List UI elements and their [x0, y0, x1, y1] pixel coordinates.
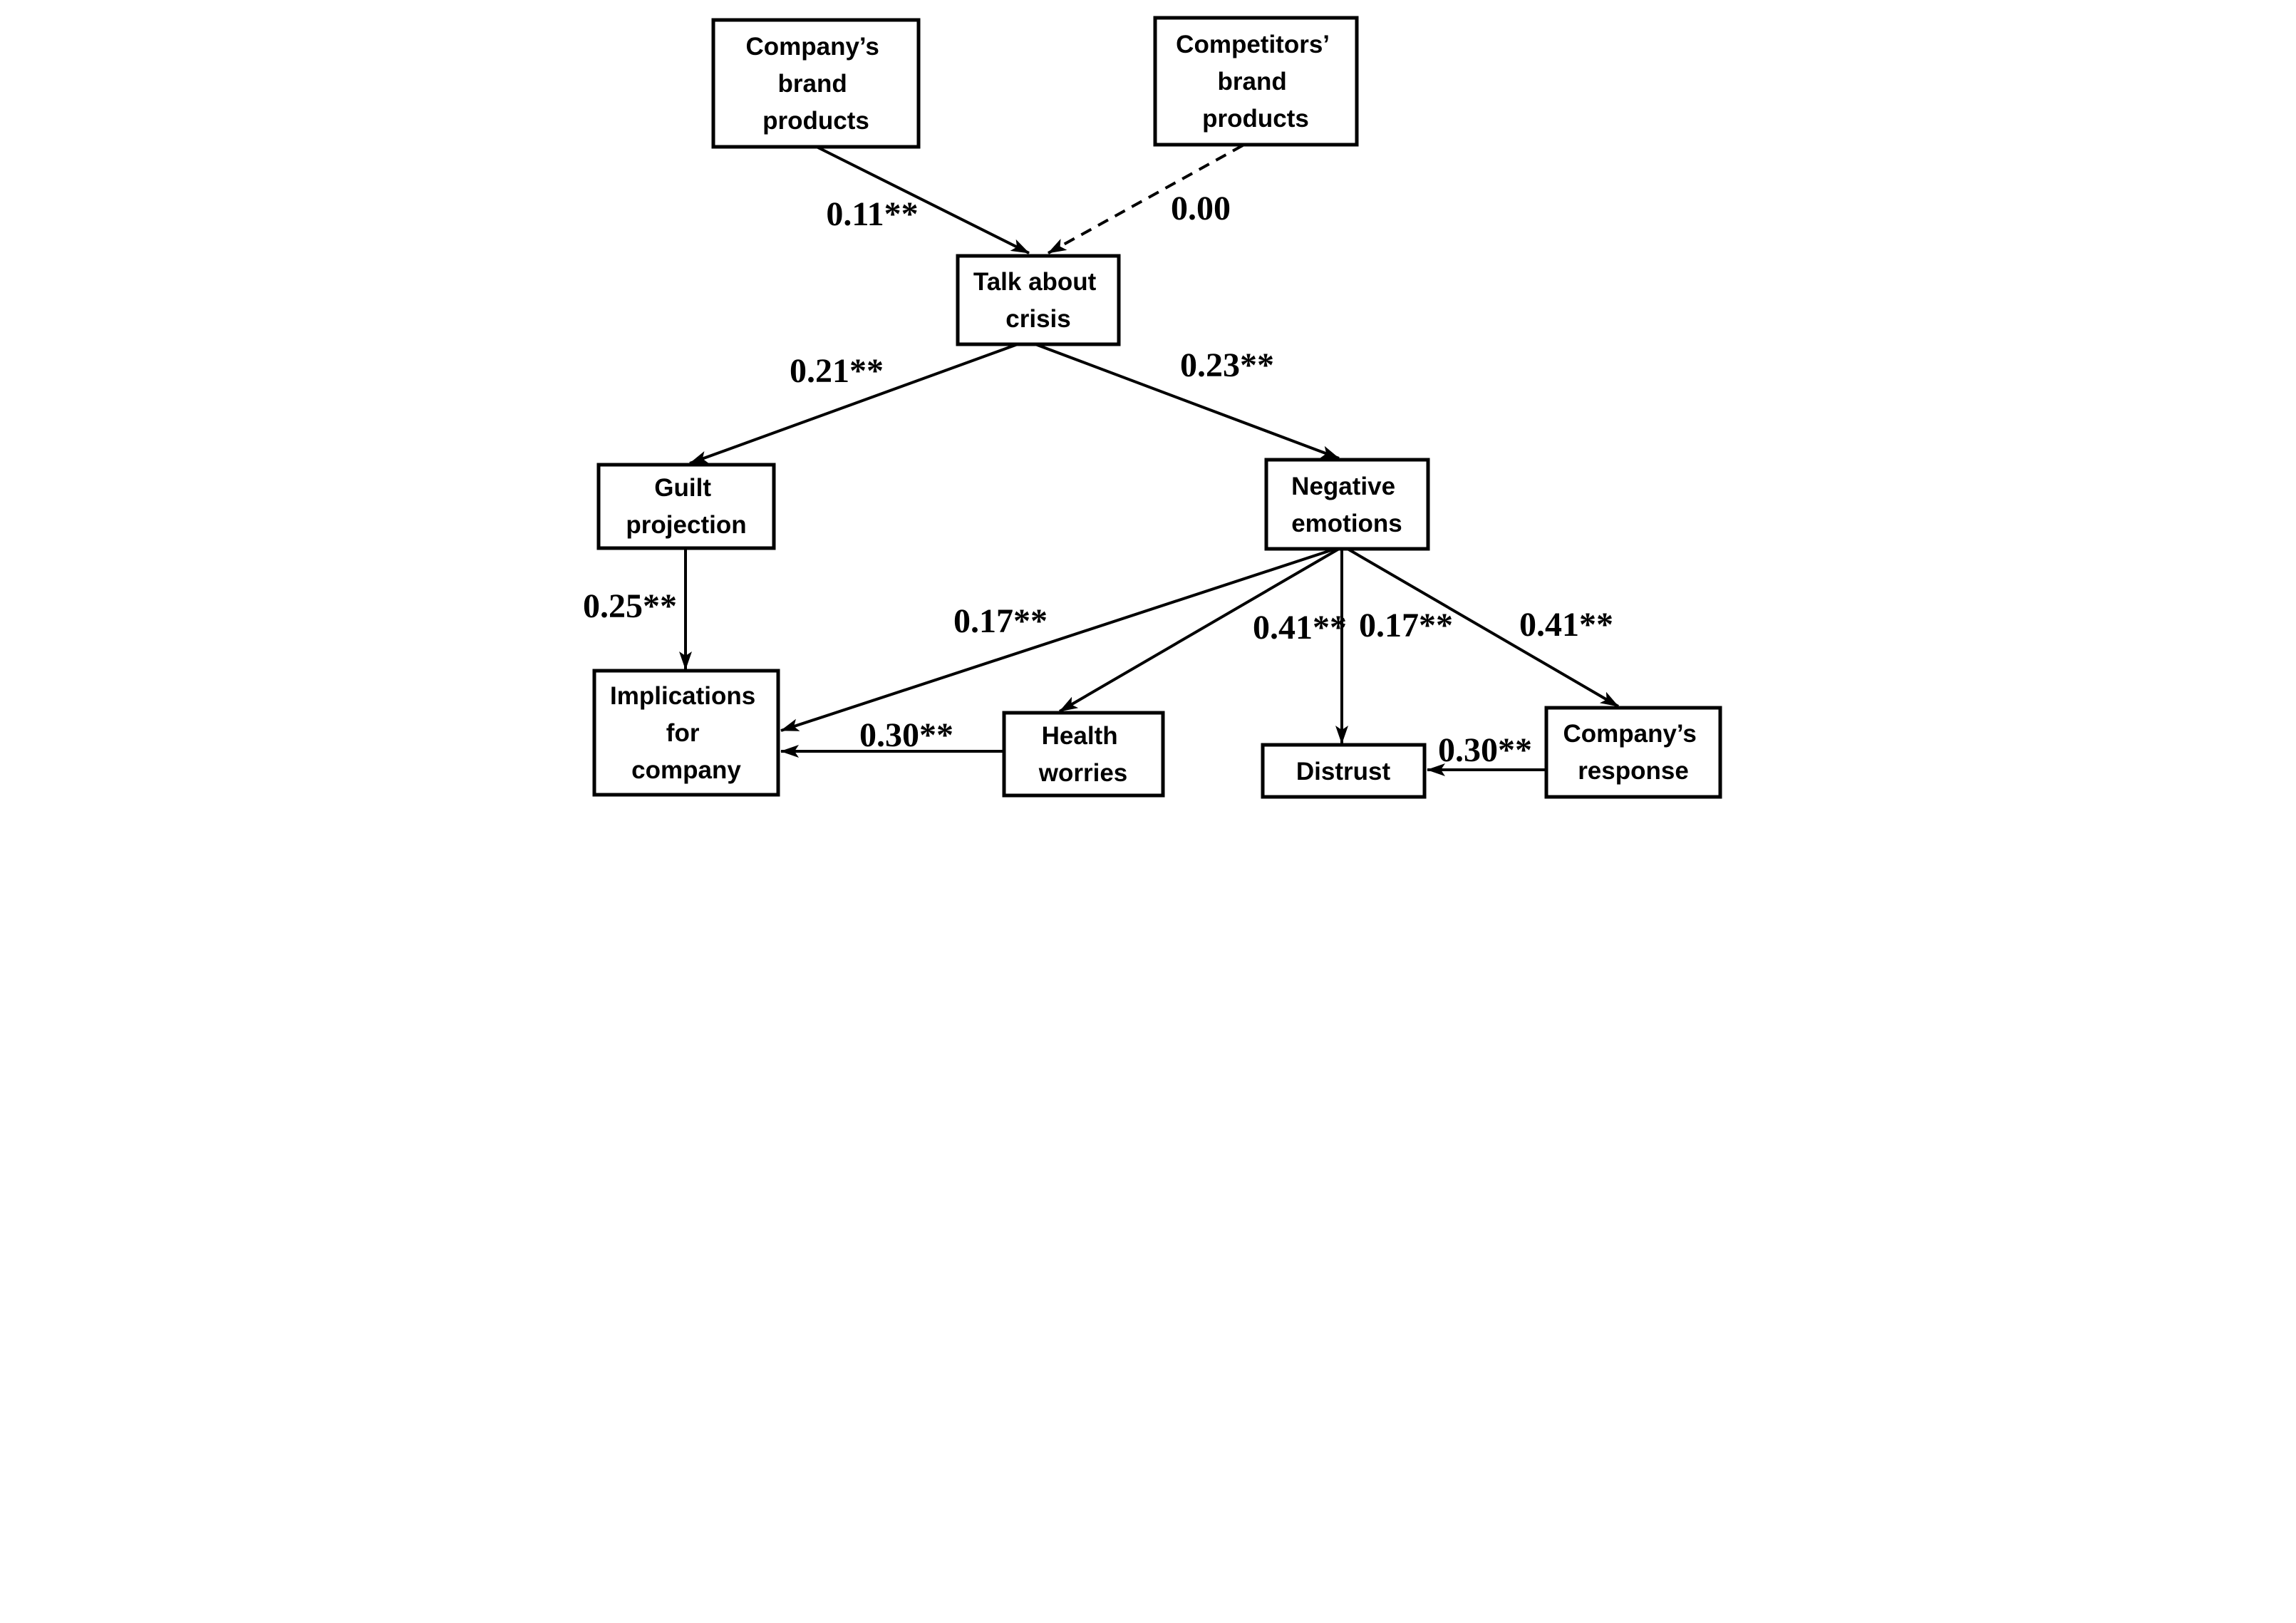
health-worries-label: Health worries — [1038, 722, 1127, 787]
node-distrust: Distrust — [1261, 743, 1426, 799]
implications-for-company-box — [592, 669, 780, 797]
edge-negative-to-implications-coefficient: 0.17** — [953, 602, 1048, 640]
edge-negative-to-distrust-coefficient: 0.17** — [1359, 607, 1453, 644]
path-diagram-canvas: 0.11** 0.00 0.21** 0.23** 0.25** 0.17** … — [574, 0, 1722, 812]
edge-negative-to-response-coefficient: 0.41** — [1519, 606, 1613, 644]
edge-negative-to-implications-line — [780, 547, 1336, 732]
node-negative-emotions: Negative emotions — [1264, 458, 1429, 551]
edge-company-brand-to-talk-coefficient: 0.11** — [826, 195, 918, 233]
edge-negative-to-response-line — [1346, 547, 1619, 708]
edge-talk-to-negative-line — [1034, 343, 1340, 460]
node-company-brand-products: Company’s brand products — [711, 18, 920, 149]
edge-competitors-brand-to-talk-coefficient: 0.00 — [1171, 190, 1231, 227]
edge-response-to-distrust-coefficient: 0.30** — [1438, 731, 1532, 769]
guilt-projection-box — [596, 463, 775, 550]
talk-about-crisis-box — [956, 254, 1120, 346]
node-guilt-projection: Guilt projection — [596, 463, 775, 550]
edge-guilt-to-implications-coefficient: 0.25** — [583, 587, 677, 625]
negative-emotions-label: Negative emotions — [1291, 473, 1402, 537]
edges — [678, 144, 1619, 776]
distrust-label: Distrust — [1296, 758, 1390, 785]
edge-talk-to-guilt-line — [688, 343, 1018, 465]
node-competitors-brand-products: Competitors’ brand products — [1153, 16, 1358, 147]
talk-about-crisis-label: Talk about crisis — [973, 268, 1102, 333]
company-brand-products-label: Company’s brand products — [745, 33, 886, 135]
distrust-box — [1261, 743, 1426, 799]
node-company-response: Company’s response — [1544, 706, 1722, 799]
path-diagram: 0.11** 0.00 0.21** 0.23** 0.25** 0.17** … — [583, 16, 1722, 799]
negative-emotions-box — [1264, 458, 1429, 551]
company-brand-products-box — [711, 18, 920, 149]
guilt-projection-label: Guilt projection — [626, 474, 746, 539]
node-health-worries: Health worries — [1002, 711, 1164, 798]
edge-company-brand-to-talk-line — [815, 145, 1030, 254]
node-implications-for-company: Implications for company — [592, 669, 780, 797]
edge-talk-to-negative-coefficient: 0.23** — [1180, 346, 1274, 384]
edge-coefficient-labels: 0.11** 0.00 0.21** 0.23** 0.25** 0.17** … — [583, 190, 1613, 769]
edge-talk-to-guilt-coefficient: 0.21** — [790, 352, 884, 390]
edge-negative-to-health-coefficient: 0.41** — [1253, 609, 1347, 646]
implications-for-company-label: Implications for company — [610, 682, 762, 784]
competitors-brand-products-label: Competitors’ brand products — [1176, 31, 1335, 133]
competitors-brand-products-box — [1153, 16, 1358, 147]
edge-negative-to-health-line — [1058, 547, 1340, 713]
company-response-box — [1544, 706, 1722, 799]
health-worries-box — [1002, 711, 1164, 798]
node-talk-about-crisis: Talk about crisis — [956, 254, 1120, 346]
edge-health-to-implications-coefficient: 0.30** — [859, 716, 953, 754]
company-response-label: Company’s response — [1563, 720, 1703, 785]
